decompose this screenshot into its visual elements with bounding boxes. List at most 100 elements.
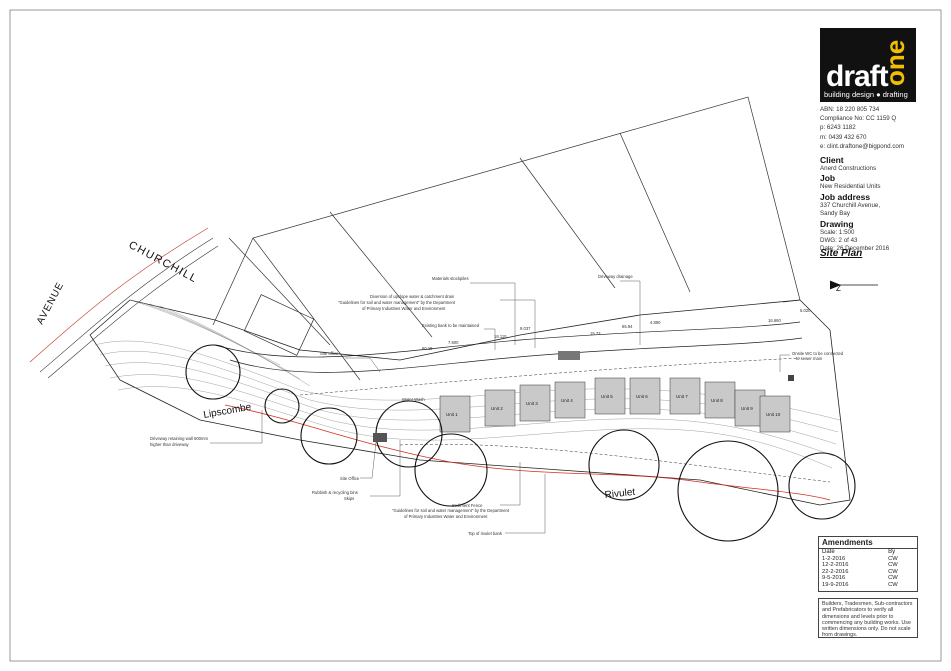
drawing-date: Date: 26 December 2016 <box>820 245 890 253</box>
unit-label: Unit 2 <box>491 406 503 411</box>
unit-label: Unit 8 <box>711 398 723 403</box>
ann-rubbish-1: Rubbish & recycling bins <box>312 490 358 495</box>
abn: ABN: 18 220 805 734 <box>820 106 880 113</box>
job-address-label: Job address <box>820 191 871 202</box>
site-office-block <box>373 433 387 442</box>
amend-by: CW <box>888 555 898 562</box>
amend-col-date: Date <box>822 549 835 555</box>
ann-site-office-bottom: Site Office <box>340 476 360 481</box>
ann-sediment: Sediment Fence <box>452 503 483 508</box>
job-label: Job <box>820 173 836 184</box>
rivulet-bank-line <box>224 404 831 501</box>
street-label-avenue: AVENUE <box>35 280 66 326</box>
ann-wheel-wash: Water Wash <box>402 397 425 402</box>
ann-dpi-bottom: of Primary Industries Water and Environm… <box>404 514 488 519</box>
job-address-line2: Sandy Bay <box>820 210 850 218</box>
dimension-label: 15.73 <box>590 331 601 336</box>
amend-date: 12-2-2016 <box>822 562 849 569</box>
job-details: Client Anerd Constructions Job New Resid… <box>820 155 889 254</box>
unit-label: Unit 3 <box>526 401 538 406</box>
amendments-title: Amendments <box>819 537 917 549</box>
amend-date: 1-2-2016 <box>822 555 846 562</box>
unit-footprints: Unit 1 Unit 2 Unit 3 Unit 4 Unit 5 Unit 6 Unit… <box>439 377 791 433</box>
drawing-number: DWG: 2 of 43 <box>820 237 858 245</box>
unit-footprint <box>554 381 586 419</box>
unit-label: Unit 5 <box>601 394 613 399</box>
ann-stockpiles: Materials stockpiles <box>432 276 469 281</box>
dimension-label: 9.037 <box>520 326 531 331</box>
amend-row: 1-2-2016 CW <box>819 556 917 563</box>
sheet-title: Site Plan <box>820 248 863 259</box>
stockpile-block <box>558 351 580 360</box>
dimension-label: 5.020 <box>800 308 811 313</box>
logo-tagline: building design ● drafting <box>824 90 908 99</box>
dimension-label: 60.15 <box>422 346 433 351</box>
ann-driveway-drainage: Driveway drainage <box>598 274 633 279</box>
svg-text:Z: Z <box>836 284 841 293</box>
ann-guidelines-bottom: "Guidelines for soil and water managemen… <box>392 508 510 513</box>
unit-label: Unit 7 <box>676 394 688 399</box>
ann-diversion: Diversion of upslope water & catchment d… <box>370 294 455 299</box>
unit-label: Unit 6 <box>636 394 648 399</box>
amend-by: CW <box>888 581 898 588</box>
amend-col-by: By <box>888 549 896 555</box>
phone: p: 6243 1182 <box>820 124 856 132</box>
dimension-label: 65.94 <box>622 324 633 329</box>
dimension-label: 18.110 <box>494 334 507 339</box>
street-label-churchill: CHURCHILL <box>127 239 200 285</box>
builders-note: Builders, Tradesmen, Sub-contractors and… <box>818 598 918 638</box>
trees <box>185 344 856 542</box>
drawing-label: Drawing <box>820 218 854 229</box>
amend-date: 19-9-2016 <box>822 581 849 588</box>
ann-rubbish-2: Skips <box>344 496 354 501</box>
site-boundary <box>89 299 851 506</box>
unit-label: Unit 1 <box>446 412 458 417</box>
unit-footprint <box>759 395 791 433</box>
unit-footprint <box>669 377 701 415</box>
unit-footprint <box>484 389 516 427</box>
unit-footprint <box>519 384 551 422</box>
ann-onsite-wc: Onsite WC to be connected <box>792 351 844 356</box>
unit-label: Unit 4 <box>561 398 573 403</box>
draftone-logo: draft one building design ● drafting <box>820 28 916 102</box>
ann-retaining-1: Driveway retaining wall 600mm <box>150 436 208 441</box>
ann-onsite-wc2: to sewer main <box>796 356 823 361</box>
rivulet-label: Rivulet <box>604 487 636 501</box>
unit-label: Unit 9 <box>741 406 753 411</box>
ann-existing-bank: Existing bank to be maintained <box>422 323 480 328</box>
unit-footprint <box>704 381 736 419</box>
amend-row: 9-5-2016 CW <box>819 575 917 582</box>
ann-guidelines-top: "Guidelines for soil and water managemen… <box>338 300 456 305</box>
unit-footprint <box>629 377 661 415</box>
job-value: New Residential Units <box>820 183 881 191</box>
amend-row: 19-9-2016 CW <box>819 582 917 589</box>
amend-by: CW <box>888 562 898 569</box>
client-value: Anerd Constructions <box>820 165 877 172</box>
dimension-label: 16.660 <box>768 318 781 323</box>
amend-date: 9-5-2016 <box>822 575 846 582</box>
logo-word: draft <box>826 60 889 93</box>
amend-by: CW <box>888 568 898 575</box>
unit-label: Unit 10 <box>766 412 781 417</box>
amend-by: CW <box>888 575 898 582</box>
wc-block <box>788 375 794 381</box>
dimension-label: 7.900 <box>448 340 459 345</box>
north-arrow-icon: Z <box>829 280 878 293</box>
ann-site-office-top: Site office <box>320 351 339 356</box>
job-address-line1: 337 Churchill Avenue, <box>820 201 881 209</box>
unit-footprint <box>439 395 471 433</box>
email: e: clint.draftone@bigpond.com <box>820 142 905 150</box>
logo-accent: one <box>880 39 910 87</box>
ann-top-bank: Top of rivulet bank <box>468 531 503 536</box>
amend-row: 12-2-2016 CW <box>819 562 917 569</box>
churchill-avenue-road <box>29 227 219 379</box>
street-label-lipscombe: Lipscombe <box>203 402 253 421</box>
company-details: ABN: 18 220 805 734 Compliance No: CC 11… <box>820 105 904 151</box>
mobile: m: 0439 432 670 <box>820 133 867 141</box>
compliance-number: Compliance No: CC 1159 Q <box>820 115 897 123</box>
driveway <box>214 321 803 373</box>
drawing-scale: Scale: 1:500 <box>820 228 855 236</box>
ann-retaining-2: higher than driveway <box>150 442 190 447</box>
